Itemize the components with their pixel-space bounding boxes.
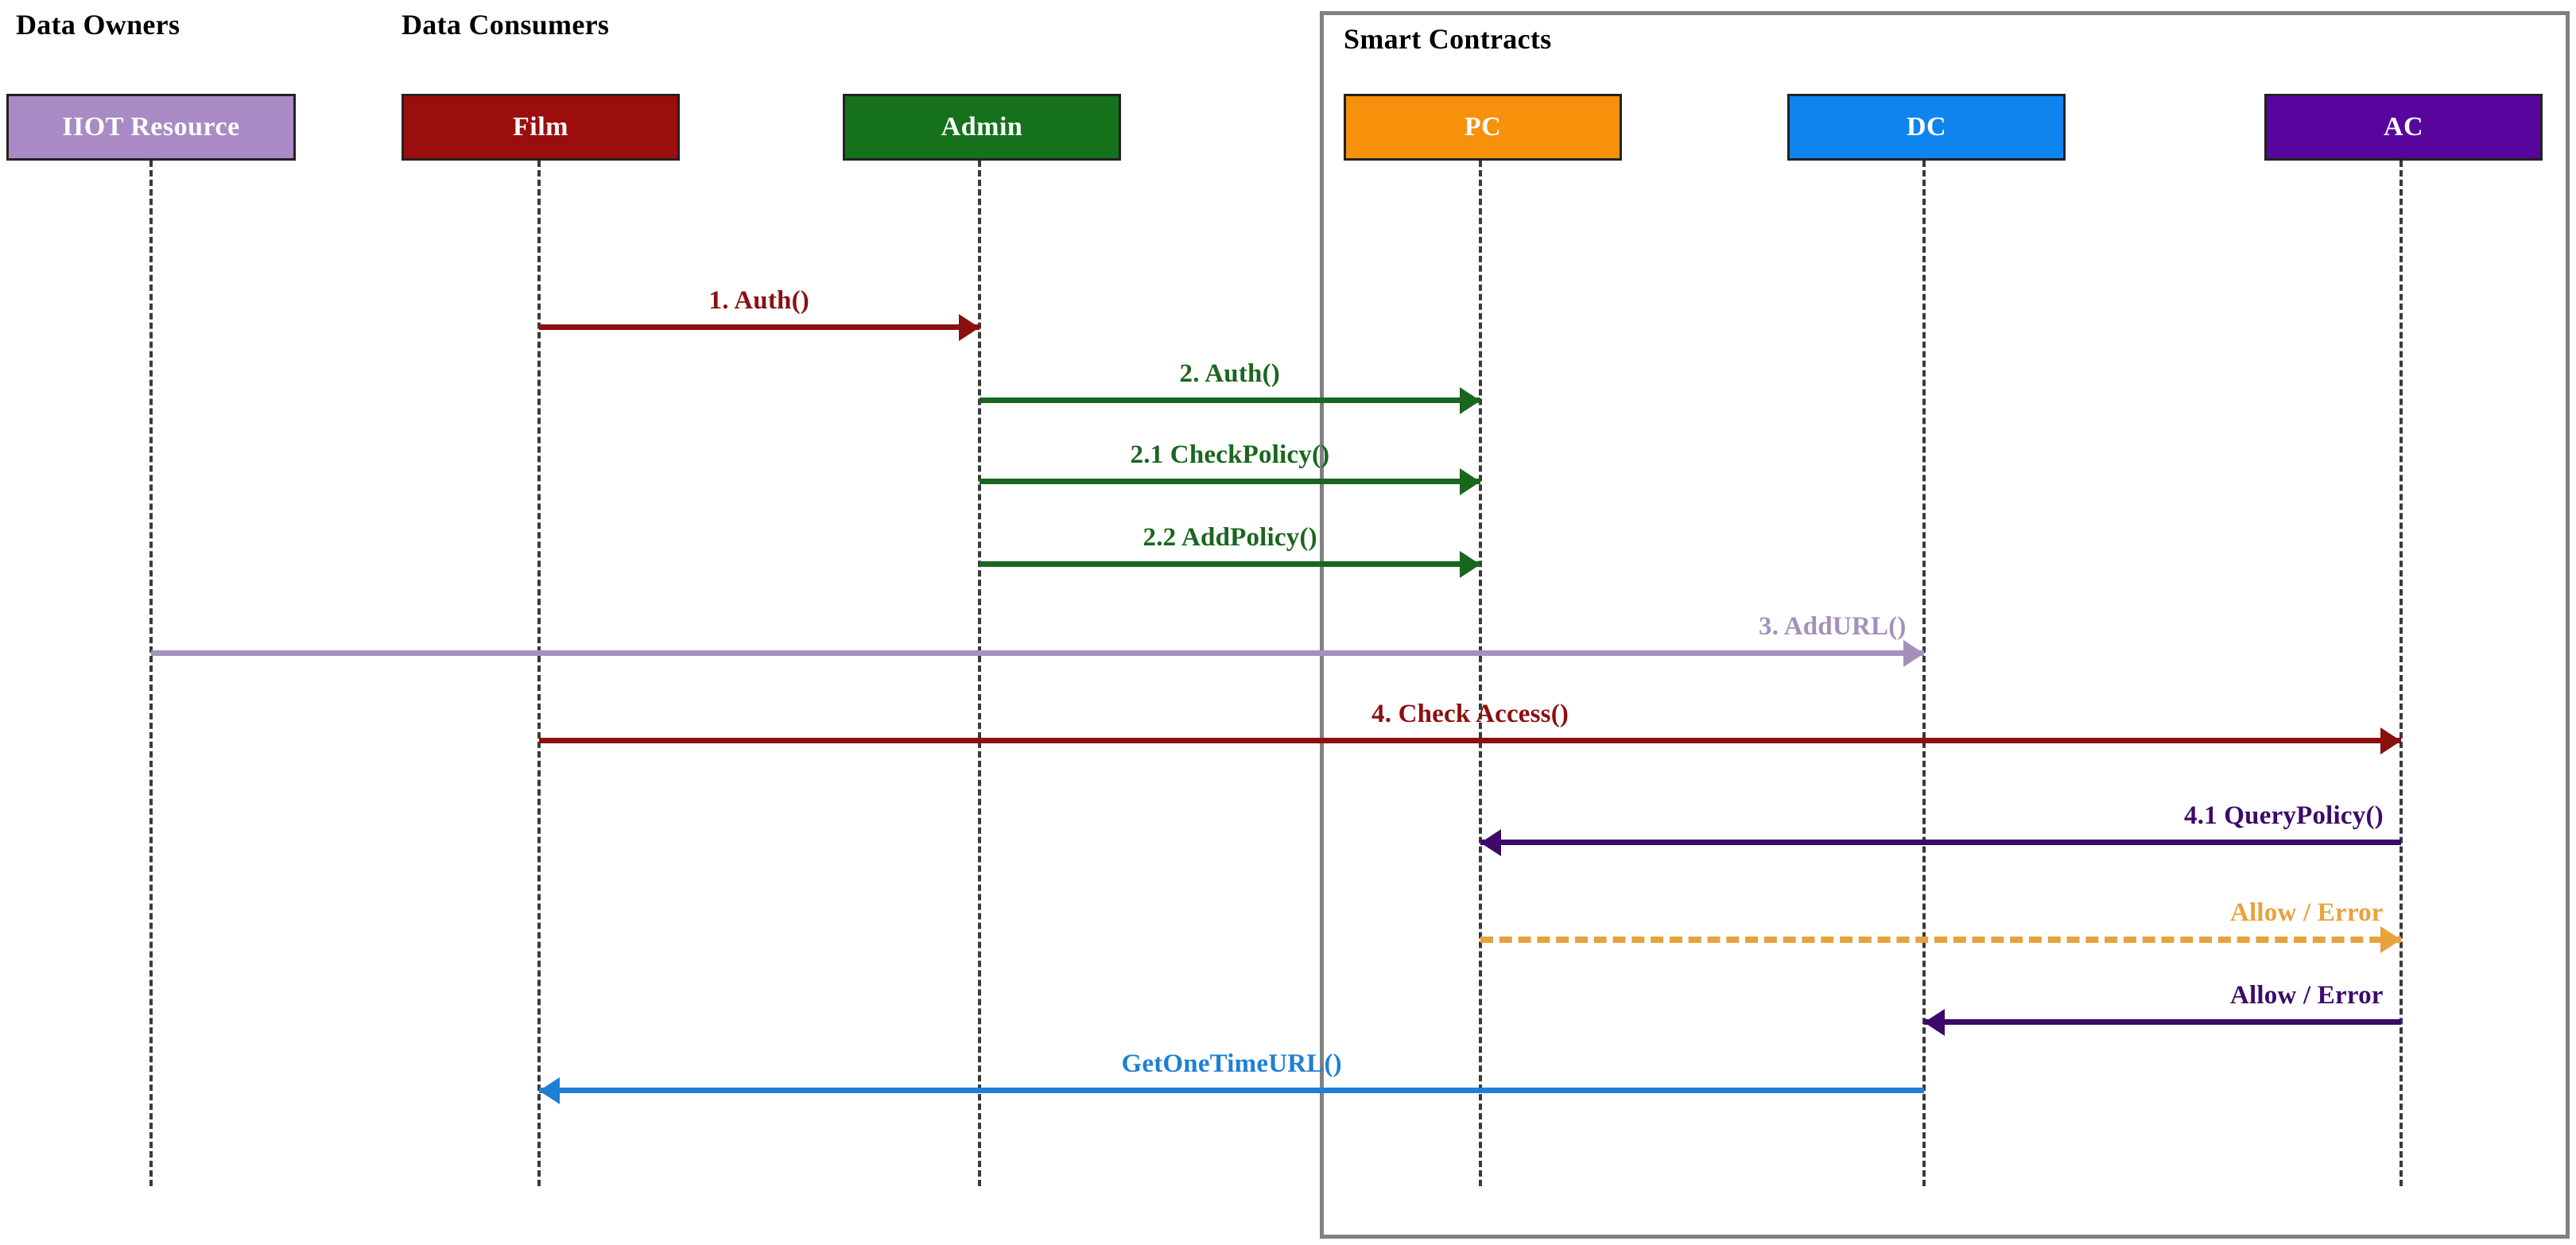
message-label-m1: 1. Auth() (708, 286, 809, 315)
message-arrowhead-m6 (2380, 727, 2401, 754)
lifeline-ac (2399, 161, 2403, 1186)
lifeline-iiot-resource (149, 161, 153, 1186)
actor-box-dc[interactable]: DC (1787, 94, 2066, 161)
message-label-m5: 3. AddURL() (1759, 612, 1907, 641)
message-line-m6 (539, 738, 2401, 743)
message-line-m3 (980, 479, 1480, 484)
message-line-m4 (980, 561, 1480, 567)
message-line-m9 (1924, 1019, 2401, 1025)
lifeline-pc (1479, 161, 1482, 1186)
actor-box-admin[interactable]: Admin (843, 94, 1121, 161)
message-arrowhead-m9 (1924, 1009, 1945, 1036)
actor-box-pc[interactable]: PC (1344, 94, 1622, 161)
message-arrowhead-m10 (539, 1077, 560, 1104)
message-arrowhead-m5 (1903, 640, 1924, 667)
actor-label-pc: PC (1464, 112, 1502, 142)
lifeline-admin (978, 161, 981, 1186)
message-line-m10 (539, 1088, 1924, 1093)
actor-label-iiot-resource: IIOT Resource (62, 112, 240, 142)
actor-box-film[interactable]: Film (402, 94, 680, 161)
smart-contracts-frame (1320, 11, 2570, 1239)
message-line-m7 (1480, 840, 2401, 845)
group-label-data-owners: Data Owners (16, 9, 180, 41)
message-line-m1 (539, 324, 980, 330)
actor-label-admin: Admin (941, 112, 1023, 142)
message-label-m10: GetOneTimeURL() (1121, 1049, 1342, 1078)
actor-label-dc: DC (1906, 112, 1947, 142)
message-label-m3: 2.1 CheckPolicy() (1130, 440, 1330, 469)
group-label-data-consumers: Data Consumers (402, 9, 610, 41)
message-arrowhead-m3 (1460, 468, 1480, 495)
message-label-m6: 4. Check Access() (1371, 700, 1569, 728)
message-line-m5 (151, 650, 1924, 656)
actor-box-ac[interactable]: AC (2264, 94, 2543, 161)
actor-box-iiot-resource[interactable]: IIOT Resource (6, 94, 296, 161)
message-label-m2: 2. Auth() (1179, 359, 1280, 388)
message-label-m9: Allow / Error (2230, 981, 2384, 1010)
smart-contracts-frame-label: Smart Contracts (1344, 23, 1552, 55)
actor-label-film: Film (513, 112, 568, 142)
actor-label-ac: AC (2383, 112, 2424, 142)
lifeline-dc (1922, 161, 1926, 1186)
lifeline-film (537, 161, 541, 1186)
message-arrowhead-m4 (1460, 551, 1480, 578)
message-label-m7: 4.1 QueryPolicy() (2184, 801, 2384, 830)
message-arrowhead-m8 (2380, 926, 2401, 953)
message-label-m4: 2.2 AddPolicy() (1143, 523, 1317, 552)
message-arrowhead-m7 (1480, 829, 1501, 856)
message-line-m2 (980, 398, 1480, 403)
message-arrowhead-m1 (959, 314, 980, 341)
message-label-m8: Allow / Error (2230, 898, 2384, 927)
message-arrowhead-m2 (1460, 387, 1480, 414)
message-line-m8 (1480, 937, 2401, 943)
